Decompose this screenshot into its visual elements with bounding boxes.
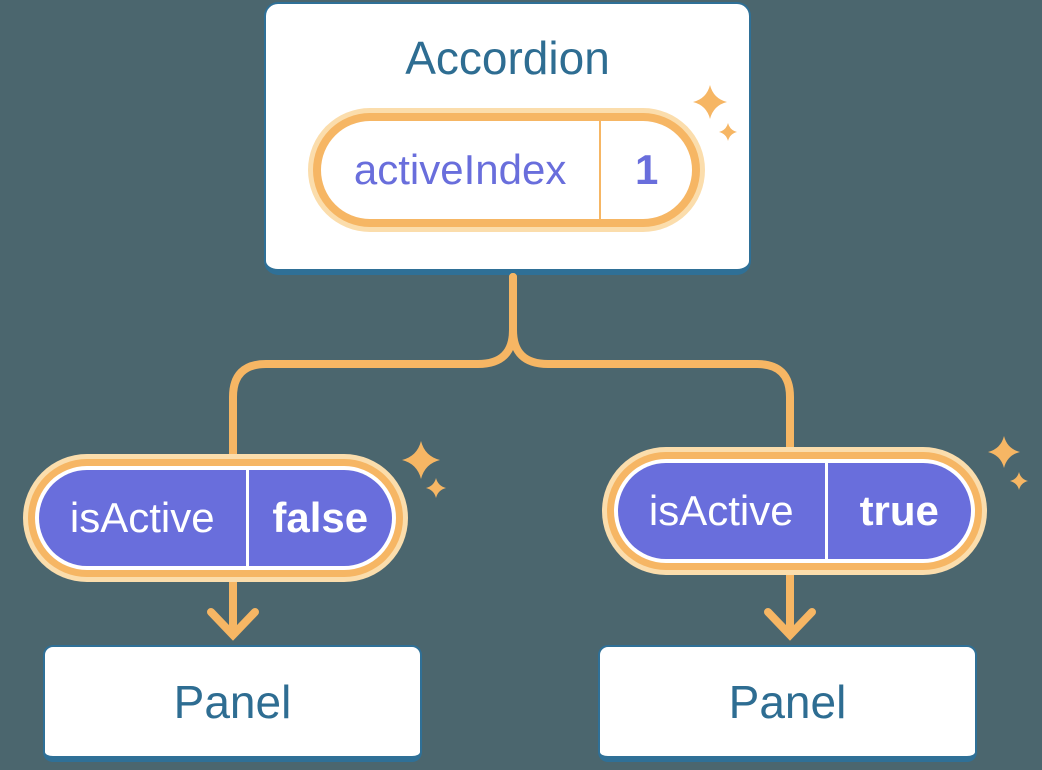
panel-box-left: Panel [43,645,422,762]
prop-pill-inner: isActive true [614,459,975,563]
prop-value: true [859,487,939,534]
state-pill: activeIndex 1 [308,108,705,232]
state-pill-core: activeIndex 1 [321,121,692,219]
panel-box-right: Panel [598,645,977,762]
accordion-title: Accordion [405,32,610,84]
prop-name-label: isActive [69,494,215,541]
sparkle-icon [988,436,1028,490]
accordion-box: Accordion activeIndex 1 [264,2,751,275]
panel-title: Panel [173,675,292,728]
prop-pill-divider [824,463,828,559]
prop-pill-right: isActive true [602,447,987,575]
state-pill-ring: activeIndex 1 [313,113,700,227]
panel-title: Panel [728,675,847,728]
prop-value: false [272,494,369,541]
prop-pill-core: isActive false [39,470,392,566]
prop-pill-left: isActive false [23,454,408,582]
prop-pill-core: isActive true [618,463,971,559]
state-pill-divider [599,121,602,219]
prop-name-label: isActive [648,487,794,534]
sparkle-icon [402,441,446,498]
arrow-down-icon [207,608,259,641]
state-value: 1 [634,146,659,193]
prop-pill-inner: isActive false [35,466,396,570]
state-name-label: activeIndex [353,146,567,193]
arrow-down-icon [764,608,816,641]
prop-pill-ring: isActive true [607,452,982,570]
prop-pill-ring: isActive false [28,459,403,577]
